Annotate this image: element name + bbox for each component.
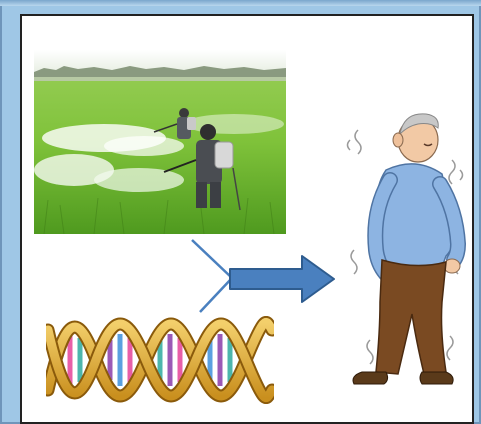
arrow-right-icon xyxy=(228,254,336,304)
dna-helix-icon xyxy=(46,316,274,404)
elderly-man-tremor-illustration xyxy=(340,100,470,396)
upper-connector-line xyxy=(192,240,232,278)
diagram-canvas xyxy=(20,14,474,424)
frame-top-bar xyxy=(0,0,481,6)
